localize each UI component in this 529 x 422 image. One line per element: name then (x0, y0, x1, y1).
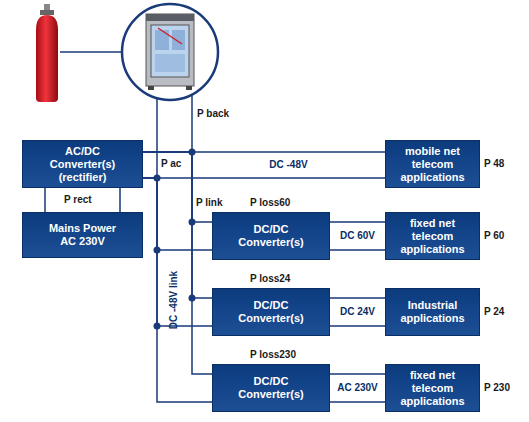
fuel-cell-cabinet (122, 4, 218, 100)
converter-box: DC/DC Converter(s) (212, 212, 330, 260)
power-source-box: Mains Power AC 230V (22, 212, 143, 258)
power-label: P loss24 (250, 273, 290, 285)
voltage-label: DC -48V (268, 159, 308, 171)
box-label: fixed net telecom applications (391, 217, 475, 256)
voltage-label: AC 230V (336, 382, 379, 394)
power-label: P link (196, 197, 223, 209)
gas-cylinder (36, 4, 58, 102)
power-label: P rect (64, 194, 92, 206)
junction-dots (154, 149, 196, 330)
power-wire (330, 298, 385, 326)
box-label: Industrial applications (391, 299, 475, 325)
application-box: Industrial applications (385, 288, 480, 336)
box-label: DC/DC Converter(s) (229, 375, 313, 401)
application-box: fixed net telecom applications (385, 364, 480, 412)
power-label: P 48 (484, 158, 504, 170)
application-box: mobile net telecom applications (385, 140, 480, 188)
box-label: mobile net telecom applications (391, 145, 475, 184)
converter-box: AC/DC Converter(s) (rectifier) (22, 140, 143, 188)
converter-box: DC/DC Converter(s) (212, 364, 330, 412)
application-box: fixed net telecom applications (385, 212, 480, 260)
backup-wires (157, 96, 192, 178)
box-label: Mains Power AC 230V (41, 222, 125, 248)
power-wire (330, 374, 385, 402)
converter-box: DC/DC Converter(s) (212, 288, 330, 336)
box-label: AC/DC Converter(s) (rectifier) (41, 145, 125, 184)
power-label: P 60 (484, 230, 504, 242)
box-label: fixed net telecom applications (391, 369, 475, 408)
power-wire (330, 222, 385, 250)
power-label: P 230 (484, 382, 510, 394)
power-label: P ac (161, 158, 181, 170)
power-label: P back (197, 108, 229, 120)
voltage-label: DC 60V (339, 230, 376, 242)
power-label: P 24 (484, 306, 504, 318)
power-wire (45, 188, 120, 212)
power-wire (143, 152, 385, 178)
power-wire (143, 152, 212, 402)
power-label: P loss230 (250, 349, 296, 361)
power-label: P loss60 (250, 197, 290, 209)
bus-label: DC -48V link (168, 271, 180, 329)
box-label: DC/DC Converter(s) (229, 299, 313, 325)
voltage-label: DC 24V (339, 306, 376, 318)
link-line (60, 51, 122, 53)
box-label: DC/DC Converter(s) (229, 223, 313, 249)
